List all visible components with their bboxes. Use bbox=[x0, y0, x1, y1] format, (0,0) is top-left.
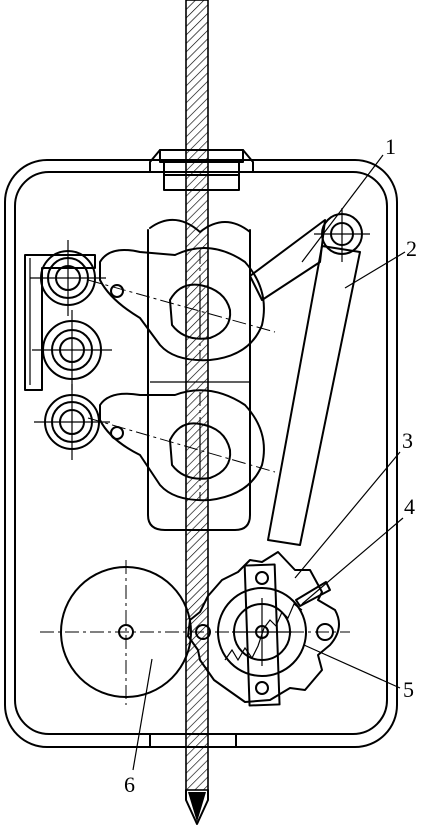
wire-rope bbox=[185, 0, 209, 825]
label-5: 5 bbox=[403, 677, 414, 702]
roller-middle bbox=[32, 310, 112, 390]
label-2: 2 bbox=[406, 236, 417, 261]
label-1: 1 bbox=[385, 134, 396, 159]
label-6: 6 bbox=[124, 772, 135, 797]
lower-cam bbox=[87, 389, 276, 502]
roller-top bbox=[30, 240, 106, 316]
label-3: 3 bbox=[402, 428, 413, 453]
guide-block bbox=[147, 219, 251, 531]
roller-bottom bbox=[34, 384, 110, 460]
ratchet-wheel bbox=[187, 551, 340, 707]
leader-lines bbox=[132, 154, 406, 771]
lever-2 bbox=[267, 245, 361, 546]
label-4: 4 bbox=[404, 494, 415, 519]
spring-plate bbox=[24, 254, 96, 391]
upper-cam bbox=[87, 246, 276, 362]
